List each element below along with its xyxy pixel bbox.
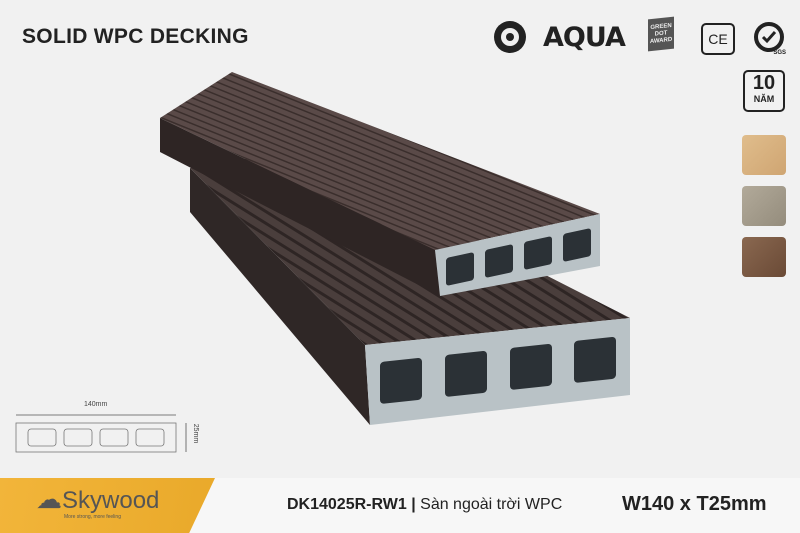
sgs-label: SGS bbox=[773, 50, 786, 56]
aqua-certification-logo: AQUA bbox=[543, 21, 626, 53]
product-name: Sàn ngoài trời WPC bbox=[420, 496, 563, 513]
width-label: 140mm bbox=[84, 401, 108, 408]
top-board-top bbox=[160, 72, 600, 250]
skywood-logo: ☁Skywood More strong, more feeling bbox=[36, 484, 160, 520]
warranty-badge: 10 NĂM bbox=[743, 70, 785, 112]
rosette-certification-icon bbox=[494, 21, 526, 53]
brand-panel bbox=[0, 478, 215, 533]
color-swatch-teak[interactable] bbox=[742, 135, 786, 175]
decking-boards-image bbox=[160, 72, 630, 425]
top-board-end bbox=[435, 214, 600, 296]
warranty-years: 10 bbox=[752, 72, 776, 94]
separator: | bbox=[411, 496, 416, 513]
profile-dimension-diagram: 140mm 25mm bbox=[14, 395, 199, 460]
bottom-board-end bbox=[365, 318, 630, 425]
top-board-side bbox=[160, 118, 440, 296]
product-dimensions: W140 x T25mm bbox=[622, 493, 767, 515]
product-info: DK14025R-RW1 | Sàn ngoài trời WPC bbox=[287, 496, 562, 514]
thickness-label: 25mm bbox=[192, 423, 200, 444]
sgs-certification-icon: SGS bbox=[752, 18, 786, 56]
color-swatch-grey[interactable] bbox=[742, 186, 786, 226]
brand-tagline: More strong, more feeling bbox=[64, 514, 121, 520]
color-swatch-walnut[interactable] bbox=[742, 237, 786, 277]
warranty-unit: NĂM bbox=[753, 94, 775, 104]
cloud-icon: ☁ bbox=[36, 484, 62, 514]
brand-name: Skywood bbox=[62, 487, 160, 514]
bottom-board-side bbox=[190, 168, 370, 425]
page-title: SOLID WPC DECKING bbox=[22, 25, 249, 48]
product-code: DK14025R-RW1 bbox=[287, 496, 407, 513]
ce-mark-icon: CE bbox=[701, 23, 735, 55]
